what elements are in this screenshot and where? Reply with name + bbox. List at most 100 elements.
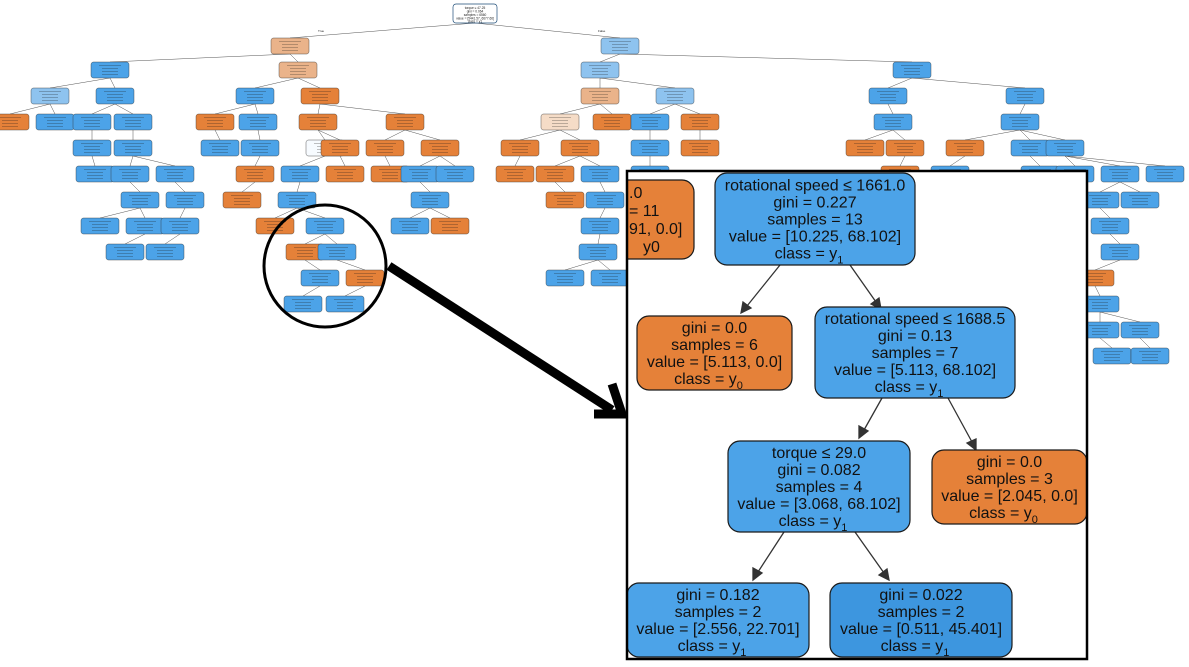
bg-edge bbox=[129, 181, 141, 193]
bg-edge bbox=[1109, 233, 1121, 245]
zoom-edges bbox=[740, 264, 977, 582]
zoom-node-line: samples = 3 bbox=[966, 471, 1053, 488]
bg-node bbox=[1045, 139, 1085, 157]
bg-edge bbox=[892, 129, 906, 141]
bg-node bbox=[545, 191, 585, 209]
zoom-node-box bbox=[627, 582, 810, 658]
bg-node bbox=[1090, 217, 1130, 235]
bg-node bbox=[535, 165, 575, 183]
partial-line-3: 91, 0.0] bbox=[629, 221, 682, 238]
bg-edge bbox=[599, 103, 613, 115]
bg-edge bbox=[964, 129, 1021, 141]
bg-edge bbox=[319, 103, 406, 115]
bg-node bbox=[270, 37, 310, 55]
bg-node bbox=[945, 139, 985, 157]
bg-root-line-2: gini = 0.064 bbox=[467, 10, 484, 14]
bg-edge bbox=[439, 155, 456, 167]
bg-edge bbox=[99, 207, 141, 219]
bg-edge bbox=[132, 155, 176, 167]
bg-edge bbox=[296, 181, 301, 193]
zoom-node-line: gini = 0.13 bbox=[878, 328, 952, 345]
bg-node bbox=[580, 217, 620, 235]
zoom-node-class: class = y0 bbox=[969, 505, 1038, 526]
bg-node bbox=[325, 295, 365, 313]
bg-edge bbox=[1099, 337, 1113, 349]
zoom-node-line: samples = 4 bbox=[776, 479, 863, 496]
bg-edge bbox=[1064, 155, 1166, 167]
bg-node bbox=[95, 87, 135, 105]
zoom-node-class: class = y0 bbox=[674, 371, 743, 392]
bg-node bbox=[120, 191, 160, 209]
branch-true-label: True bbox=[318, 29, 324, 33]
bg-node bbox=[155, 165, 195, 183]
bg-node bbox=[125, 217, 165, 235]
bg-root-line-1: torque ≤ 47.25 bbox=[465, 6, 486, 10]
bg-edge bbox=[214, 129, 221, 141]
zoom-node-line: value = [3.068, 68.102] bbox=[737, 496, 900, 513]
bg-root-line-5: class = y1 bbox=[468, 20, 482, 24]
bg-edge bbox=[124, 233, 146, 245]
zoom-node-line: gini = 0.0 bbox=[682, 320, 747, 337]
bg-edge bbox=[564, 259, 599, 271]
bg-node bbox=[300, 87, 340, 105]
bg-edge bbox=[384, 155, 391, 167]
bg-edge bbox=[1119, 181, 1141, 193]
zoom-node-box bbox=[714, 172, 916, 266]
bg-edge bbox=[109, 53, 291, 63]
bg-edge bbox=[864, 129, 894, 141]
bg-edge bbox=[139, 207, 146, 219]
bg-node bbox=[420, 139, 460, 157]
bg-edge bbox=[1029, 155, 1041, 167]
bg-edge bbox=[297, 77, 321, 89]
bg-node bbox=[430, 217, 470, 235]
bg-edge bbox=[304, 259, 321, 271]
partial-line-1: .0 bbox=[629, 185, 642, 202]
bg-node bbox=[410, 191, 450, 209]
bg-edge bbox=[49, 103, 56, 115]
background-tree-nodes bbox=[0, 37, 1185, 365]
bg-edge bbox=[554, 181, 566, 193]
partial-line-2: = 11 bbox=[629, 203, 660, 220]
bg-edge bbox=[1099, 311, 1141, 323]
bg-edge bbox=[214, 103, 256, 115]
bg-edge bbox=[579, 155, 601, 167]
zoom-node-line: samples = 2 bbox=[878, 604, 965, 621]
bg-node bbox=[72, 113, 112, 131]
bg-node bbox=[655, 87, 695, 105]
bg-node bbox=[35, 113, 75, 131]
bg-edge bbox=[1099, 181, 1121, 193]
bg-node bbox=[165, 191, 205, 209]
bg-edge bbox=[404, 129, 441, 141]
zoom-node-box bbox=[636, 315, 793, 391]
zoom-node-line: torque ≤ 29.0 bbox=[772, 445, 866, 462]
bg-node bbox=[390, 217, 430, 235]
bg-edge bbox=[899, 155, 906, 167]
bg-node bbox=[200, 139, 240, 157]
bg-edge bbox=[419, 181, 431, 193]
bg-node bbox=[545, 269, 585, 287]
bg-node bbox=[298, 113, 338, 131]
bg-node bbox=[238, 113, 278, 131]
bg-edge bbox=[559, 103, 601, 115]
bg-node bbox=[235, 165, 275, 183]
bg-node bbox=[75, 165, 115, 183]
zoom-node-line: gini = 0.182 bbox=[676, 587, 759, 604]
zoom-node-line: gini = 0.022 bbox=[879, 587, 962, 604]
bg-node bbox=[385, 113, 425, 131]
bg-edge bbox=[559, 129, 581, 141]
bg-edge bbox=[597, 259, 611, 271]
bg-node bbox=[1120, 191, 1160, 209]
bg-node bbox=[0, 113, 30, 131]
bg-edge bbox=[1094, 285, 1101, 297]
bg-node bbox=[585, 191, 625, 209]
bg-node bbox=[680, 139, 720, 157]
bg-edge bbox=[1019, 129, 1066, 141]
bg-node bbox=[495, 165, 535, 183]
bg-node bbox=[325, 165, 365, 183]
bg-edge bbox=[1064, 155, 1076, 167]
bg-root-line-4: value = [5441.57, 6677.66] bbox=[456, 17, 494, 21]
bg-edge bbox=[114, 103, 134, 115]
